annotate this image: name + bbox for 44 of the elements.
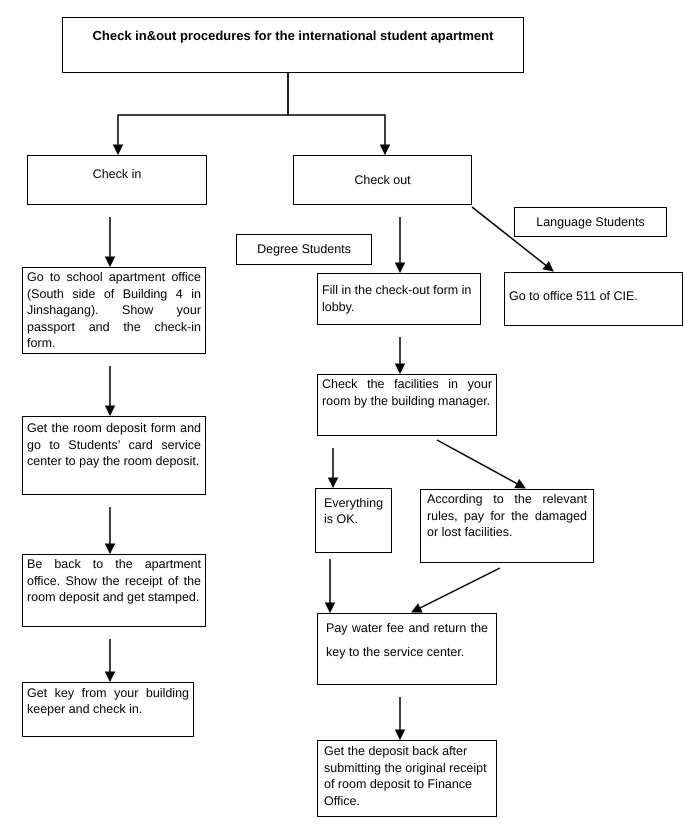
arrow: [394, 337, 406, 374]
process-box: [317, 613, 497, 685]
step-text: Fill in the check-out form in lobby.: [322, 282, 472, 316]
process-box: [317, 740, 497, 817]
process-box: [22, 682, 194, 737]
step-text: Degree Students: [256, 241, 352, 257]
step-text: Check the facilities in your room by the building manager.: [322, 376, 492, 410]
process-box: [22, 416, 206, 495]
process-box: [504, 272, 683, 326]
step-text: Be back to the apartment office. Show the receipt of the room deposit and get stamped.: [27, 556, 201, 606]
step-text: Get key from your building keeper and check in.: [27, 685, 189, 717]
step-text: Check in: [92, 166, 142, 182]
step-text: Everything is OK.: [324, 495, 383, 527]
step-text: Pay water fee and return the key to the service center.: [326, 620, 488, 661]
arrow: [328, 448, 338, 488]
arrow: [394, 697, 406, 740]
step-text: According to the relevant rules, pay for the damaged or lost facilities.: [427, 491, 587, 540]
process-box: [22, 554, 206, 627]
step-text: Check out: [353, 172, 412, 188]
process-box: [317, 374, 497, 436]
arrow: [436, 439, 526, 489]
process-box: [514, 207, 667, 237]
step-text: Get the room deposit form and go to Students’ card service center to pay the room deposit.: [27, 420, 201, 470]
process-box: [293, 155, 472, 205]
arrow: [287, 73, 390, 156]
arrow: [324, 559, 336, 614]
step-text: Language Students: [535, 214, 646, 230]
step-text: Get the deposit back after submitting the original receipt of room deposit to Finance Office.: [324, 743, 488, 809]
arrow: [472, 206, 554, 272]
process-box: [27, 155, 207, 205]
title-box: [62, 17, 524, 73]
process-box: [420, 489, 594, 563]
step-text: Go to office 511 of CIE.: [509, 288, 639, 304]
arrow: [394, 217, 406, 274]
arrow: [104, 366, 116, 416]
arrow: [411, 567, 500, 613]
arrow: [104, 217, 116, 268]
step-text: Go to school apartment office (South side of Building 4 in Jinshagang). Show your passport and the check-in form.: [27, 269, 201, 352]
process-box: [315, 488, 392, 553]
title-text: Check in&out procedures for the international student apartment: [92, 28, 494, 44]
arrow: [104, 639, 116, 682]
process-box: [236, 234, 372, 265]
arrow: [104, 507, 116, 554]
process-box: [317, 273, 481, 325]
